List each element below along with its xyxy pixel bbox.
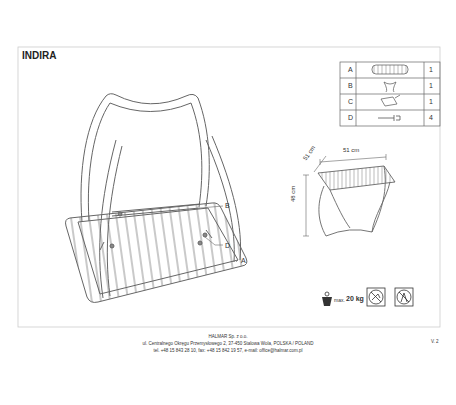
version: V. 2 xyxy=(431,340,439,345)
table-cell: 1 xyxy=(429,98,433,105)
dimension: 51 cm xyxy=(302,145,316,162)
table-cell: 4 xyxy=(429,114,433,121)
table-cell: D xyxy=(348,114,353,121)
product-title: INDIRA xyxy=(22,51,56,61)
table-cell: 1 xyxy=(429,82,433,89)
weight-limit: 20 kg xyxy=(346,295,364,302)
dimension: 51 cm xyxy=(343,147,359,153)
table-cell: B xyxy=(348,82,353,89)
table-cell: C xyxy=(348,98,353,105)
dimension: 48 cm xyxy=(290,186,296,202)
callout-letter: D xyxy=(225,242,230,249)
table-cell: A xyxy=(348,66,353,73)
footer-line: ul. Centralnego Okręgu Przemysłowego 2, … xyxy=(0,342,456,347)
footer-line: tel. +48 15 843 28 10, fax: +48 15 842 1… xyxy=(0,349,456,354)
callout-letter: A xyxy=(241,257,246,264)
table-cell: 1 xyxy=(429,66,433,73)
callout-letter: B xyxy=(225,202,230,209)
footer-line: HALMAR Sp. z o.o. xyxy=(0,335,456,340)
weight-limit: max. xyxy=(334,298,345,303)
